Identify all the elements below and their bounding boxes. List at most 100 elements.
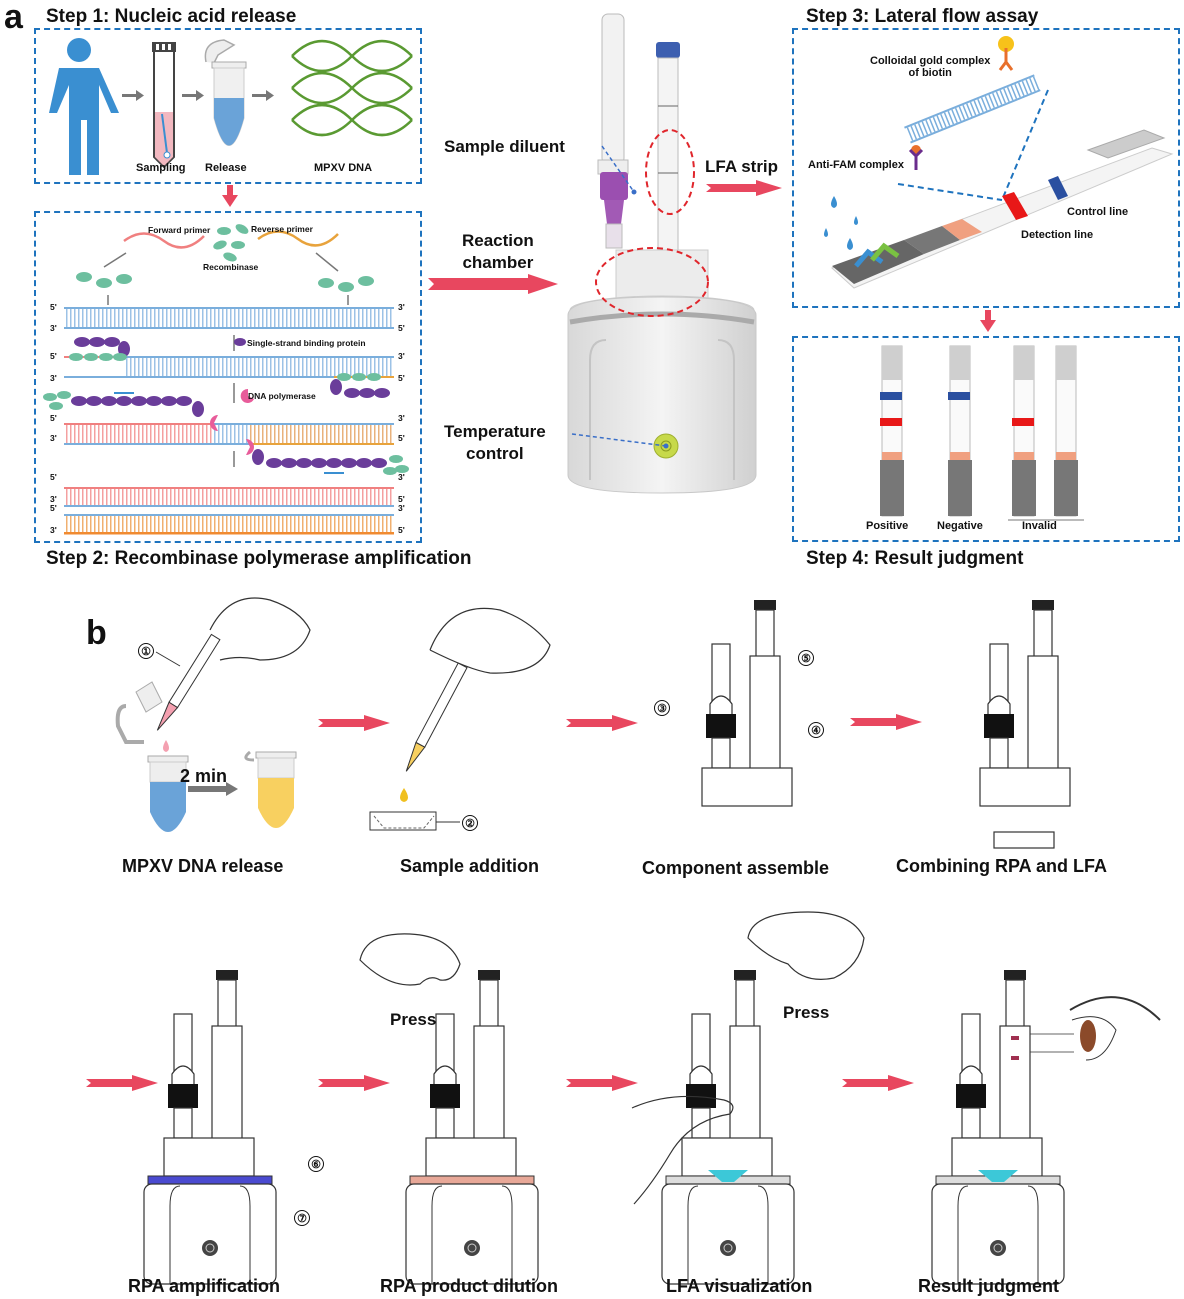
- result-judgment-illustration: [931, 970, 1065, 1285]
- sampling-tube-icon: [152, 42, 176, 169]
- step1-title: Step 1: Nucleic acid release: [46, 6, 297, 27]
- reaction-chamber: [979, 767, 1071, 807]
- diluent-cap: [430, 1084, 460, 1108]
- duration-label: 2 min: [180, 766, 228, 786]
- end-label: 3': [50, 373, 57, 383]
- end-label: 5': [50, 472, 57, 482]
- panel-a-letter: a: [4, 0, 23, 36]
- callout-1: ①: [138, 643, 154, 659]
- gold-complex-label: Colloidal gold complex of biotin: [870, 55, 991, 79]
- reaction-chamber: [163, 1137, 255, 1177]
- heater-base: [405, 1183, 539, 1285]
- reverse-primer: [257, 230, 339, 247]
- reaction-chamber: [701, 767, 793, 807]
- strip-pad: [1056, 346, 1076, 380]
- detection-line: [1002, 192, 1028, 220]
- callout-6: ⑥: [308, 1156, 324, 1172]
- mpxv-dna-label: MPXV DNA: [314, 162, 373, 174]
- step4-box: [792, 336, 1180, 542]
- end-label: 3': [50, 433, 57, 443]
- end-label: 5': [50, 302, 57, 312]
- lfa-housing: [749, 655, 781, 775]
- temperature-knob: [464, 1240, 480, 1256]
- hand-press-icon: [747, 911, 865, 980]
- diluent-cap: [168, 1084, 198, 1108]
- sample-addition-illustration: [369, 607, 551, 831]
- detection-line-label: Detection line: [1021, 229, 1094, 241]
- end-label: 3': [398, 302, 405, 312]
- combining-rpa-lfa-illustration: [979, 600, 1071, 849]
- eye-icon: [1030, 996, 1161, 1061]
- control-line-label: Control line: [1067, 206, 1129, 218]
- callout-7: ⑦: [294, 1210, 310, 1226]
- lfa-tube-cap: [656, 42, 680, 58]
- press-label: Press: [390, 1010, 437, 1029]
- dna-polymerase-label: DNA polymerase: [248, 391, 316, 401]
- end-label: 5': [398, 323, 405, 333]
- arrow-icon: [252, 90, 274, 101]
- result-strips: [880, 345, 1084, 521]
- diluent-cap: [956, 1084, 986, 1108]
- caption-rpa-dilution: RPA product dilution: [380, 1276, 558, 1296]
- right-arrow-icon: [566, 715, 638, 731]
- end-label: 5': [398, 494, 405, 504]
- heater-ring: [147, 1175, 273, 1185]
- caption-sample-addition: Sample addition: [400, 856, 540, 876]
- lfa-fluid: [978, 1170, 1018, 1182]
- strip-pad: [950, 346, 970, 380]
- hand-icon: [429, 607, 551, 674]
- detection-line: [880, 418, 902, 426]
- invalid-label: Invalid: [1022, 520, 1057, 532]
- heater-ring: [409, 1175, 535, 1185]
- heater-base: [931, 1183, 1065, 1285]
- sample-diluent-cap: [600, 172, 628, 200]
- release-label: Release: [205, 162, 247, 174]
- lfa-tube-cap: [478, 970, 500, 980]
- hand-hold-icon: [631, 1095, 734, 1205]
- forward-primer: [123, 232, 205, 249]
- release-tube-icon: [204, 39, 247, 146]
- lfa-fluid: [708, 1170, 748, 1182]
- dna-release-illustration: [115, 597, 311, 832]
- rpa-lfa-device-photo: [567, 13, 757, 494]
- step2-box: [34, 211, 422, 543]
- control-line: [1048, 176, 1068, 200]
- callout-3: ③: [654, 700, 670, 716]
- lfa-tube-cap: [1032, 600, 1054, 610]
- lfa-housing: [473, 1025, 505, 1145]
- down-arrow-icon: [980, 310, 996, 332]
- lfa-housing: [1027, 655, 1059, 775]
- lfa-housing: [211, 1025, 243, 1145]
- diluent-tube: [711, 643, 731, 705]
- right-arrow-icon: [318, 1075, 390, 1091]
- end-label: 3': [50, 525, 57, 535]
- end-label: 5': [398, 433, 405, 443]
- end-label: 3': [50, 494, 57, 504]
- end-label: 3': [398, 413, 405, 423]
- negative-label: Negative: [937, 520, 983, 532]
- rpa-amplification-illustration: [143, 970, 277, 1285]
- caption-rpa-amplification: RPA amplification: [128, 1276, 281, 1296]
- lfa-tube-cap: [1004, 970, 1026, 980]
- temperature-knob: [202, 1240, 218, 1256]
- sample-diluent-label: Sample diluent: [444, 137, 565, 156]
- end-label: 5': [398, 373, 405, 383]
- sampling-label: Sampling: [136, 162, 186, 174]
- step2-title: Step 2: Recombinase polymerase amplifica…: [46, 548, 472, 569]
- hand-press-icon: [359, 933, 461, 986]
- diluent-tube: [173, 1013, 193, 1075]
- press-label: Press: [783, 1003, 830, 1022]
- control-line: [880, 392, 902, 400]
- right-arrow-icon: [566, 1075, 638, 1091]
- positive-label: Positive: [866, 520, 909, 532]
- diluent-tube: [435, 1013, 455, 1075]
- arrow-icon: [182, 90, 204, 101]
- control-line: [948, 392, 970, 400]
- right-arrow-icon: [428, 274, 558, 294]
- recombinase-cluster: [213, 224, 249, 262]
- end-label: 5': [398, 525, 405, 535]
- step4-title: Step 4: Result judgment: [806, 548, 1024, 569]
- reaction-chamber: [681, 1137, 773, 1177]
- callout-4: ④: [808, 722, 824, 738]
- temperature-knob: [720, 1240, 736, 1256]
